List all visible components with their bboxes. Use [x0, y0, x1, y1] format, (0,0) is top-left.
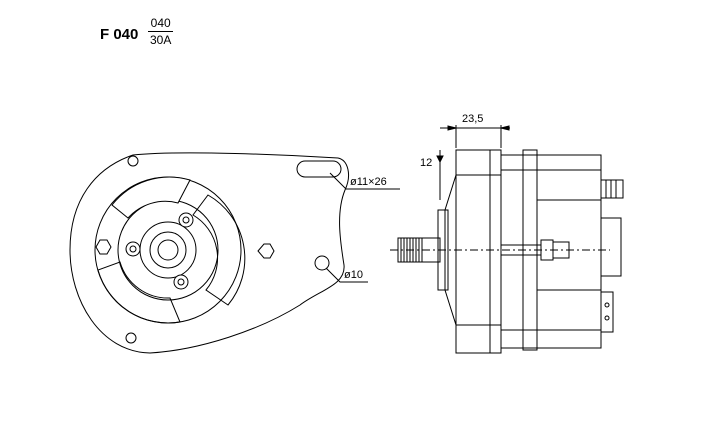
fraction-bar [148, 31, 174, 32]
side-view [390, 149, 624, 354]
fraction-denominator: 30A [150, 33, 172, 47]
mount-hole-top [127, 155, 139, 167]
offset-dimension-label: 12 [420, 157, 432, 169]
lug-top [178, 212, 194, 228]
width-dimension-label: 23,5 [462, 113, 483, 125]
fraction-numerator: 040 [150, 16, 171, 30]
front-flange [455, 149, 502, 354]
model-title: F 040 [100, 26, 139, 43]
adjustment-slot [296, 160, 342, 178]
vent-window-bottom [97, 261, 181, 324]
vent-window-top [111, 176, 191, 219]
hex-nut-right [257, 243, 275, 259]
hole-dimension-label: ø10 [344, 269, 363, 281]
lug-left-hole [129, 245, 137, 253]
hub-outer [139, 221, 197, 279]
connector-pin-a [604, 302, 610, 308]
lug-bottom-hole [177, 278, 185, 286]
main-body [500, 154, 602, 349]
vent-window-right [192, 194, 246, 306]
offset-dimension [436, 150, 444, 200]
slot-dimension-label: ø11×26 [350, 176, 387, 188]
mount-hole-bottom [125, 332, 137, 344]
lug-left [125, 241, 141, 257]
front-view [69, 152, 349, 354]
bolt-end [552, 241, 570, 259]
hole-leader [325, 267, 368, 283]
lug-bottom [173, 274, 189, 290]
hub-inner [157, 239, 179, 261]
width-dimension [440, 125, 510, 148]
pivot-hole [314, 255, 330, 271]
housing-outline [69, 152, 349, 354]
hex-nut-left [95, 239, 112, 255]
connector-pin-b [604, 315, 610, 321]
hub-middle [149, 231, 187, 269]
rear-connector [600, 291, 614, 333]
terminal-stud [600, 179, 624, 199]
lug-top-hole [182, 216, 190, 224]
regulator-box [600, 217, 622, 277]
rating-fraction: 040 30A [148, 16, 174, 47]
slot-leader [329, 172, 400, 190]
